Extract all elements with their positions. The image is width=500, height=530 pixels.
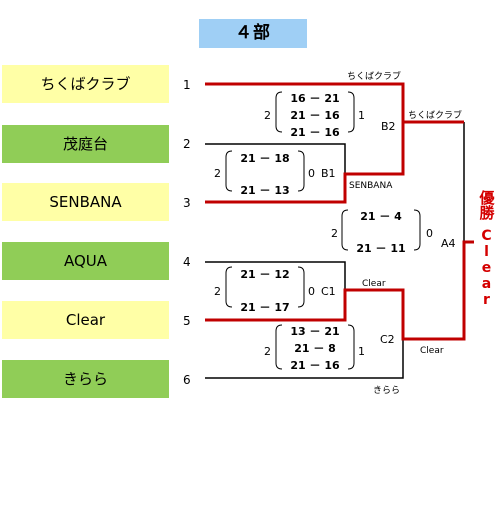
champion-block: 優勝 Clear <box>475 190 497 308</box>
b2-left-sets: 2 <box>264 109 271 122</box>
b2-game-1: 16 － 21 <box>290 92 339 105</box>
team-3: SENBANA <box>2 183 169 221</box>
team-6: きらら <box>2 360 169 398</box>
b1-left-sets: 2 <box>214 167 221 180</box>
b2-label: B2 <box>381 120 396 133</box>
line-label-clear-c1: Clear <box>362 279 386 289</box>
c1-game-2: 21 － 17 <box>240 301 289 314</box>
team-4: AQUA <box>2 242 169 280</box>
seed-4: 4 <box>183 255 191 269</box>
b1-game-2: 21 － 13 <box>240 184 289 197</box>
line-label-senbana: SENBANA <box>349 181 393 191</box>
champion-label: 優勝 <box>477 190 496 220</box>
c2-game-2: 21 － 8 <box>294 342 336 355</box>
seed-2: 2 <box>183 137 191 151</box>
a4-right-sets: 0 <box>426 227 433 240</box>
b1-game-1: 21 － 18 <box>240 152 289 165</box>
c2-game-1: 13 － 21 <box>290 325 339 338</box>
winner-path <box>205 82 474 341</box>
line-label-chikuba-r1: ちくばクラブ <box>347 70 401 82</box>
team-2: 茂庭台 <box>2 125 169 163</box>
champion-name: Clear <box>478 228 495 308</box>
b1-label: B1 <box>321 167 336 180</box>
b2-game-2: 21 － 16 <box>290 109 340 122</box>
c1-left-sets: 2 <box>214 285 221 298</box>
b2-game-3: 21 － 16 <box>290 126 340 139</box>
b2-right-sets: 1 <box>358 109 365 122</box>
line-label-kirara: きらら <box>373 385 400 396</box>
a4-label: A4 <box>441 237 456 250</box>
b1-right-sets: 0 <box>308 167 315 180</box>
score-brackets <box>225 91 421 370</box>
c1-label: C1 <box>321 285 336 298</box>
team-5: Clear <box>2 301 169 339</box>
line-label-chikuba-b2: ちくばクラブ <box>408 109 462 121</box>
c1-right-sets: 0 <box>308 285 315 298</box>
c2-left-sets: 2 <box>264 345 271 358</box>
a4-left-sets: 2 <box>331 227 338 240</box>
c2-game-3: 21 － 16 <box>290 359 340 372</box>
c1-game-1: 21 － 12 <box>240 268 289 281</box>
seed-5: 5 <box>183 314 191 328</box>
a4-game-2: 21 － 11 <box>356 242 405 255</box>
line-label-clear-c2: Clear <box>420 346 444 356</box>
team-1: ちくばクラブ <box>2 65 169 103</box>
seed-1: 1 <box>183 78 191 92</box>
a4-game-1: 21 － 4 <box>360 210 402 223</box>
c2-label: C2 <box>380 333 395 346</box>
page-title: ４部 <box>199 19 307 48</box>
seed-6: 6 <box>183 373 191 387</box>
c2-right-sets: 1 <box>358 345 365 358</box>
seed-3: 3 <box>183 196 191 210</box>
